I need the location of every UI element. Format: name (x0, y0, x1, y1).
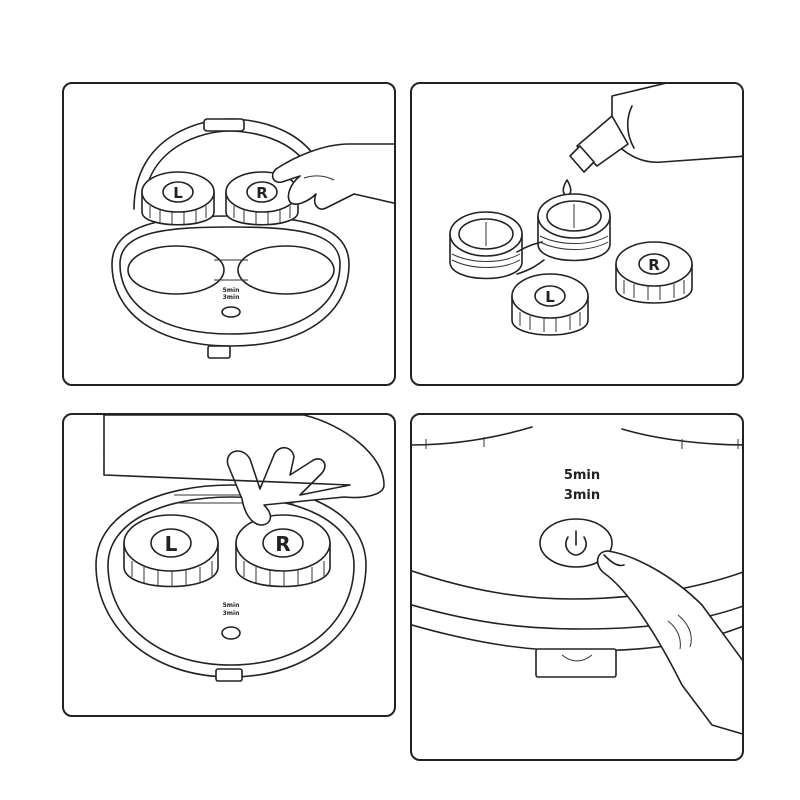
timer-5min-label: 5min (223, 602, 240, 609)
step-2-illustration: L R (449, 84, 742, 336)
solution-bottle-icon (569, 84, 742, 173)
right-cap: R (615, 241, 693, 304)
right-cap-label: R (275, 532, 290, 556)
left-cap: L (141, 171, 215, 226)
step-3-illustration: L R 5min 3min (95, 415, 385, 682)
left-cap-label: L (545, 288, 555, 306)
left-cap-label: L (173, 184, 183, 202)
power-icon (565, 530, 587, 556)
right-cap-label: R (648, 256, 660, 274)
step-1-illustration: 5min 3min L R (111, 118, 394, 359)
timer-3min-label: 3min (564, 488, 600, 503)
left-cap: L (123, 514, 219, 588)
right-cap: R (235, 514, 331, 588)
hand-icon (271, 143, 394, 210)
timer-5min-label: 5min (223, 287, 240, 294)
step-3-panel: L R 5min 3min (62, 413, 396, 717)
timer-5min-label: 5min (564, 468, 600, 483)
finger-icon (596, 550, 742, 735)
step-1-panel: 5min 3min L R (62, 82, 396, 386)
step-4-illustration: 5min 3min (412, 426, 742, 735)
timer-3min-label: 3min (223, 294, 240, 301)
left-cap: L (511, 273, 589, 336)
power-button (221, 626, 241, 640)
step-4-panel: 5min 3min (410, 413, 744, 761)
hand-icon (103, 415, 385, 526)
step-2-panel: L R (410, 82, 744, 386)
timer-3min-label: 3min (223, 610, 240, 617)
right-cap-label: R (256, 184, 268, 202)
left-cap-label: L (165, 532, 178, 556)
case-base (449, 193, 611, 280)
